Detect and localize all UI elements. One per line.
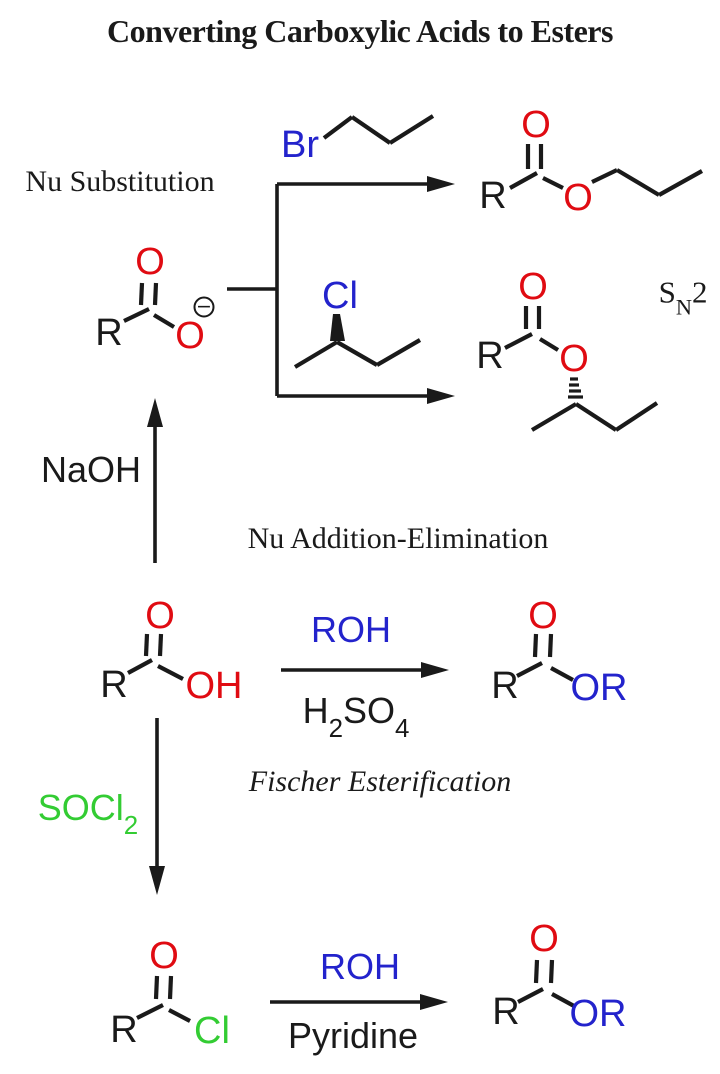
- nu-addition-elimination-label: Nu Addition-Elimination: [247, 522, 549, 555]
- ester-bottom-carbonyl-o: O: [529, 918, 559, 960]
- ester-bottom-or-group: OR: [569, 993, 627, 1035]
- page-title: Converting Carboxylic Acids to Esters: [107, 13, 613, 49]
- socl2-label: SOCl2: [37, 787, 138, 839]
- carboxylate-r-group: R: [95, 312, 123, 354]
- socl2-main: SOCl: [37, 787, 124, 828]
- h2so4-sub2: 2: [328, 714, 343, 743]
- socl2-arrow: [149, 718, 165, 895]
- sec-butyl-ester-ester-o: O: [559, 338, 589, 380]
- roh-fischer-label: ROH: [311, 609, 391, 650]
- h2so4-so: SO: [342, 690, 396, 731]
- sn2-subscript: N: [675, 294, 692, 320]
- carboxylate-carbonyl-o: O: [135, 241, 165, 283]
- sec-butyl-ester-carbonyl-o: O: [518, 266, 548, 308]
- carboxylate-bonds: [123, 282, 176, 329]
- pyridine-arrow: [270, 994, 448, 1010]
- acid-chloride-bonds: [136, 975, 191, 1023]
- ester-fischer-r-group: R: [491, 665, 519, 707]
- sn2-label: SN2: [658, 274, 708, 319]
- fischer-esterification-label: Fischer Esterification: [248, 765, 512, 798]
- acid-carbonyl-o: O: [145, 595, 175, 637]
- ester-bottom-bonds: [517, 959, 576, 1008]
- acid-chloride-cl: Cl: [194, 1010, 230, 1052]
- pyridine-label: Pyridine: [287, 1015, 419, 1056]
- roh-pyridine-label: ROH: [320, 946, 400, 987]
- ester-bottom-r-group: R: [492, 991, 520, 1033]
- ester-fischer-bonds: [516, 633, 575, 682]
- carboxylic-acid-bonds: [126, 633, 184, 681]
- nu-substitution-label: Nu Substitution: [25, 165, 215, 198]
- naoh-label: NaOH: [40, 449, 142, 490]
- acid-chloride-r-group: R: [110, 1009, 138, 1051]
- socl2-sub: 2: [123, 811, 139, 840]
- propyl-ester-carbonyl-o: O: [521, 104, 551, 146]
- minus-charge-icon: −: [193, 296, 215, 318]
- fischer-arrow: [281, 662, 449, 678]
- propyl-ester-ester-o: O: [563, 177, 593, 219]
- carboxylate-anion-o: O: [175, 315, 205, 357]
- sec-butyl-ester-skeleton: [504, 306, 659, 432]
- sec-butyl-chloride-cl: Cl: [322, 275, 358, 317]
- acid-r-group: R: [100, 664, 128, 706]
- sec-butyl-ester-r-group: R: [476, 335, 504, 377]
- ester-fischer-or-group: OR: [570, 667, 628, 709]
- h2so4-sub4: 4: [395, 714, 410, 743]
- propyl-bromide-skeleton: [322, 114, 435, 145]
- h2so4-label: H2SO4: [302, 690, 410, 742]
- acid-chloride-carbonyl-o: O: [149, 935, 179, 977]
- sn2-arrow-top: [277, 176, 455, 192]
- sec-butyl-chloride-skeleton: [293, 314, 422, 369]
- propyl-ester-r-group: R: [479, 175, 507, 217]
- propyl-ester-skeleton: [508, 144, 704, 197]
- h2so4-h: H: [302, 690, 329, 731]
- sn2-arrow-bottom: [277, 388, 455, 404]
- sn2-number: 2: [691, 274, 708, 310]
- ester-fischer-carbonyl-o: O: [528, 595, 558, 637]
- acid-oh-group: OH: [185, 665, 243, 707]
- propyl-bromide-br: Br: [281, 124, 319, 166]
- naoh-arrow: [147, 398, 163, 563]
- sn2-main: S: [658, 274, 676, 310]
